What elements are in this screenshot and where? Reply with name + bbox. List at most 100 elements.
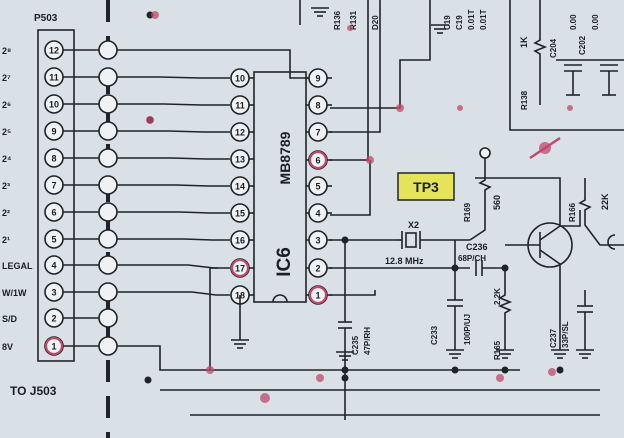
- ic-pin: [230, 176, 250, 196]
- ic-pin-number: 16: [235, 236, 245, 246]
- connector-signal: 2¹: [2, 235, 10, 245]
- r138-ref: R138: [520, 90, 529, 110]
- ic-pin-number: 2: [315, 264, 320, 274]
- c204-ref: C204: [549, 38, 558, 58]
- r165-value: 2.2K: [493, 288, 502, 305]
- ic-pin-number: 11: [235, 101, 245, 111]
- junction-dot: [451, 264, 459, 272]
- terminal-circle: [98, 67, 118, 87]
- c237-ref: C237: [549, 328, 558, 348]
- c236-ref: C236: [466, 242, 488, 252]
- connector-signal: W/1W: [2, 288, 27, 298]
- terminal-circle: [98, 308, 118, 328]
- connector-pin-number: 10: [49, 100, 59, 110]
- connector-destination: TO J503: [10, 384, 57, 398]
- ic-pin: [230, 230, 250, 250]
- terminal-circle: [98, 255, 118, 275]
- r1k-value: 1K: [519, 36, 529, 48]
- junction-dot: [341, 366, 349, 374]
- terminal-circle: [98, 175, 118, 195]
- connector-pin-number: 2: [51, 314, 56, 324]
- ic-pin-number: 7: [315, 128, 320, 138]
- terminal-circle: [98, 229, 118, 249]
- ic-pin-number: 10: [235, 74, 245, 84]
- resistor-r165: R165 2.2K: [493, 268, 513, 360]
- crystal-ref: X2: [408, 220, 419, 230]
- crystal-frequency: 12.8 MHz: [385, 256, 424, 266]
- connector-signal: S/D: [2, 314, 18, 324]
- ic-pin-number: 12: [235, 128, 245, 138]
- top-ref: 0.01T: [467, 9, 476, 30]
- r169-ref: R169: [463, 202, 472, 222]
- testpoint-tp3: TP3: [397, 172, 455, 201]
- connector-signal: 2²: [2, 208, 10, 218]
- ic-part-number: MB8789: [277, 131, 293, 184]
- top-right-components: 1K R138 C204 C202: [519, 0, 624, 110]
- ic-pin-number: 4: [315, 209, 320, 219]
- ic-pin-number: 5: [315, 182, 320, 192]
- testpoint-label: TP3: [413, 179, 439, 195]
- connector-pin-number: 5: [51, 235, 56, 245]
- connector-signal: 2⁶: [2, 100, 11, 110]
- crystal-x2: X2 12.8 MHz: [385, 220, 470, 266]
- cut-mark: [529, 136, 561, 160]
- connector-signal: 8V: [2, 342, 13, 352]
- junction-dot: [341, 374, 349, 382]
- ic-pin-number: 15: [235, 209, 245, 219]
- junction-dot: [341, 236, 349, 244]
- resistor-r169: R169 560: [463, 147, 520, 241]
- connector-pin-number: 7: [51, 181, 56, 191]
- ic-ref: IC6: [274, 247, 295, 277]
- capacitor-c233: C233 100P/UJ: [430, 240, 472, 350]
- top-ref: 0.00: [569, 14, 578, 30]
- top-ref: R131: [349, 10, 358, 30]
- ic-pin: [230, 95, 250, 115]
- c233-value: 100P/UJ: [463, 314, 472, 345]
- junction-dot: [451, 366, 459, 374]
- junction-dot: [556, 366, 564, 374]
- connector-signal: LEGAL: [2, 261, 33, 271]
- terminal-circle: [98, 202, 118, 222]
- connector-pin-number: 4: [51, 261, 56, 271]
- connector-pin-number: 6: [51, 208, 56, 218]
- resistor-r166: R166 22K: [568, 178, 624, 250]
- ic-notch: [272, 294, 288, 303]
- connector-pin-number: 11: [49, 73, 59, 83]
- c237-value: 33P/SL: [561, 321, 570, 348]
- connector-body: [37, 29, 75, 362]
- ic-pin-number: 3: [315, 236, 320, 246]
- r169-value: 560: [492, 195, 502, 210]
- top-ref: D20: [371, 15, 380, 30]
- capacitor-c236: C236 68P/CH: [458, 242, 505, 276]
- right-wiring: [159, 0, 624, 420]
- connector-ref: P503: [34, 13, 58, 24]
- connector-signal: 2⁴: [2, 154, 11, 164]
- junction-dot: [144, 376, 152, 384]
- c235-ref: C235: [351, 335, 360, 355]
- ic-pin: [230, 203, 250, 223]
- ground-symbols: [144, 7, 594, 384]
- connector-signal: 2⁷: [2, 73, 11, 83]
- connector-signal: 2³: [2, 181, 10, 191]
- terminal-circle: [98, 121, 118, 141]
- ic-pin-number: 17: [235, 264, 245, 274]
- bus-wires: [63, 40, 310, 356]
- terminal-circle: [98, 282, 118, 302]
- ic-pin-number: 9: [315, 74, 320, 84]
- connector-pin-number: 1: [51, 342, 56, 352]
- junction-dot: [501, 366, 509, 374]
- r166-value: 22K: [600, 193, 610, 210]
- junction-dot: [501, 264, 509, 272]
- terminal-circle: [98, 40, 118, 60]
- ic-pin-number: 14: [235, 182, 245, 192]
- capacitor-c237: C237 33P/SL: [549, 290, 593, 350]
- ic-pin: [230, 122, 250, 142]
- connector-pin-number: 3: [51, 288, 56, 298]
- top-ref: R136: [333, 10, 342, 30]
- transistor: [505, 177, 581, 350]
